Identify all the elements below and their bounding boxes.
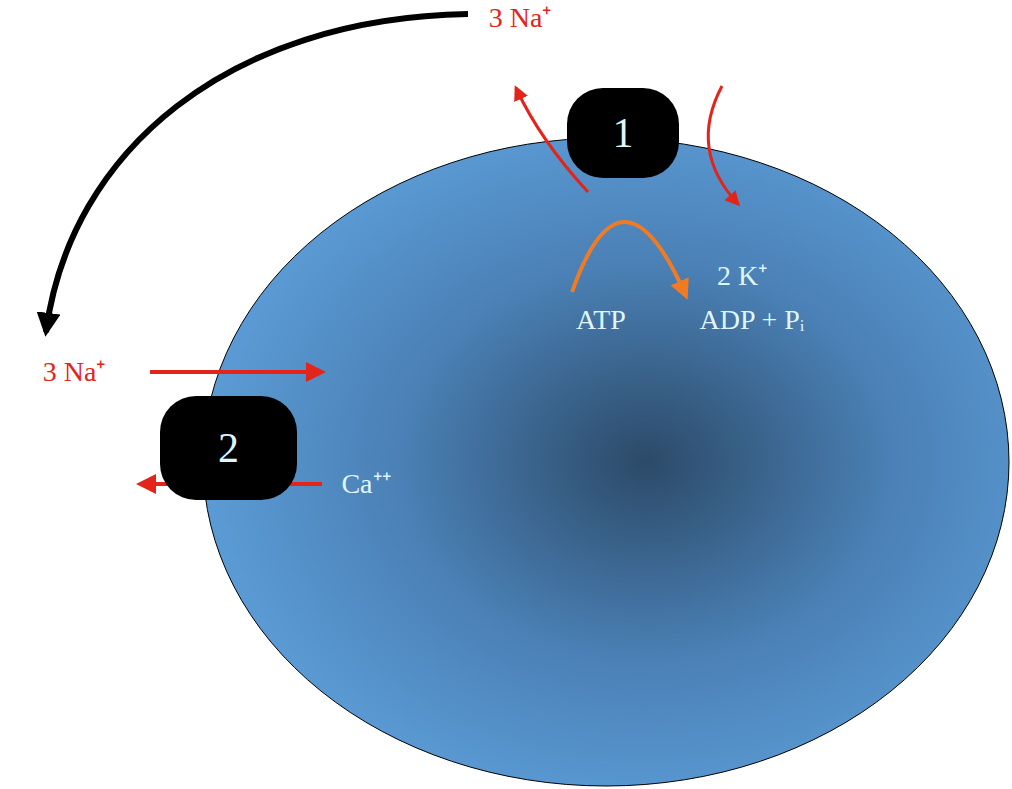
potassium-in-arrow — [708, 86, 738, 204]
sodium-cycle-arrow — [46, 14, 468, 332]
ion-label: 2 K⁺ — [717, 260, 767, 292]
ion-label: 3 Na⁺ — [489, 2, 552, 34]
atp-hydrolysis-arrow — [572, 222, 686, 296]
cell-body — [203, 138, 1009, 786]
sodium-in-arrow — [150, 370, 322, 374]
pump-box: 1 — [567, 88, 679, 178]
ion-label: ADP + Pᵢ — [700, 304, 805, 336]
ion-label: Ca⁺⁺ — [341, 468, 390, 500]
ion-label: 3 Na⁺ — [43, 356, 106, 388]
pump-number: 2 — [218, 425, 239, 471]
pump-number: 1 — [613, 110, 634, 156]
pump-box: 2 — [160, 396, 297, 500]
ion-label: ATP — [576, 304, 626, 336]
